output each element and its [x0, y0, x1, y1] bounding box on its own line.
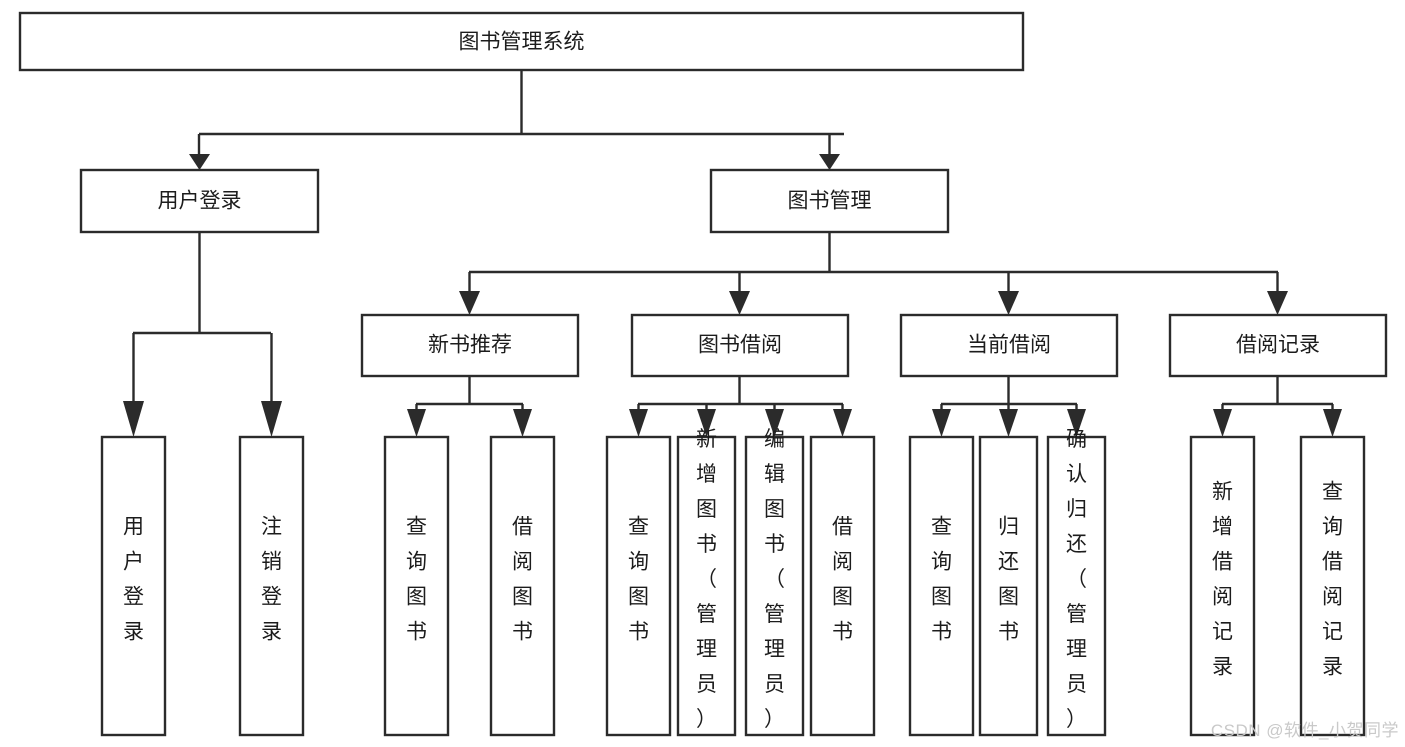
node-leaf-user-login-box[interactable] — [100, 435, 167, 737]
node-new-book-recommend-label: 新书推荐 — [428, 334, 512, 357]
node-leaf-query-record-box[interactable] — [1299, 435, 1366, 737]
node-leaf-edit-book-box[interactable] — [744, 435, 805, 737]
node-leaf-query-book-1-box[interactable] — [383, 435, 450, 737]
arrowhead-leaf-query-book-2 — [629, 409, 648, 437]
arrowhead-leaf-user-login — [123, 401, 144, 437]
node-current-borrow[interactable]: 当前借阅 — [899, 313, 1119, 378]
arrowhead-leaf-edit-book — [765, 409, 784, 437]
node-leaf-query-book-2-label: 查询图书 — [628, 516, 649, 644]
node-leaf-user-login-label: 用户登录 — [123, 516, 144, 644]
arrowhead-leaf-borrow-book-2 — [833, 409, 852, 437]
node-book-borrow[interactable]: 图书借阅 — [630, 313, 850, 378]
node-user-login[interactable]: 用户登录 — [79, 168, 320, 234]
node-leaf-query-record-label: 查询借阅记录 — [1322, 481, 1343, 679]
node-leaf-borrow-book-1[interactable]: 借阅图书 — [489, 435, 556, 737]
node-book-borrow-box[interactable] — [630, 313, 850, 378]
node-leaf-add-book[interactable]: 新增图书（管理员） — [676, 428, 737, 737]
node-current-borrow-box[interactable] — [899, 313, 1119, 378]
arrowhead-leaf-borrow-book-1 — [513, 409, 532, 437]
arrowhead-leaf-user-logout — [261, 401, 282, 437]
node-leaf-return-book-box[interactable] — [978, 435, 1039, 737]
arrowhead-leaf-add-book — [697, 409, 716, 437]
arrowhead-current-borrow — [998, 291, 1019, 315]
node-leaf-query-book-2-box[interactable] — [605, 435, 672, 737]
node-root-box[interactable] — [18, 11, 1025, 72]
node-leaf-query-book-3[interactable]: 查询图书 — [908, 435, 975, 737]
arrowhead-leaf-query-book-3 — [932, 409, 951, 437]
node-leaf-add-record[interactable]: 新增借阅记录 — [1189, 435, 1256, 737]
node-leaf-edit-book-label: 编辑图书（管理员） — [764, 428, 785, 731]
node-leaf-user-login[interactable]: 用户登录 — [100, 435, 167, 737]
node-leaf-query-book-3-label: 查询图书 — [931, 516, 952, 644]
node-leaf-query-book-3-box[interactable] — [908, 435, 975, 737]
node-leaf-return-book-label: 归还图书 — [998, 516, 1019, 644]
node-leaf-borrow-book-1-label: 借阅图书 — [512, 516, 533, 644]
node-leaf-confirm-return-label: 确认归还（管理员） — [1066, 428, 1087, 731]
csdn-watermark: CSDN @软件_小贺同学 — [1210, 721, 1399, 740]
arrowhead-leaf-query-record — [1323, 409, 1342, 437]
node-leaf-add-record-label: 新增借阅记录 — [1212, 481, 1233, 679]
node-new-book-recommend[interactable]: 新书推荐 — [360, 313, 580, 378]
arrowhead-book-manage — [819, 154, 840, 170]
arrowhead-leaf-confirm-return — [1067, 409, 1086, 437]
node-leaf-borrow-book-2-label: 借阅图书 — [832, 516, 853, 644]
node-leaf-borrow-book-1-box[interactable] — [489, 435, 556, 737]
node-leaf-query-book-1[interactable]: 查询图书 — [383, 435, 450, 737]
node-borrow-record[interactable]: 借阅记录 — [1168, 313, 1388, 378]
node-borrow-record-box[interactable] — [1168, 313, 1388, 378]
node-leaf-return-book[interactable]: 归还图书 — [978, 435, 1039, 737]
node-leaf-add-book-box[interactable] — [676, 435, 737, 737]
node-book-manage-box[interactable] — [709, 168, 950, 234]
arrowhead-user-login — [189, 154, 210, 170]
arrowhead-layer — [123, 154, 1342, 437]
node-leaf-add-record-box[interactable] — [1189, 435, 1256, 737]
arrowhead-leaf-return-book — [999, 409, 1018, 437]
node-new-book-recommend-box[interactable] — [360, 313, 580, 378]
node-leaf-query-record[interactable]: 查询借阅记录 — [1299, 435, 1366, 737]
node-leaf-confirm-return[interactable]: 确认归还（管理员） — [1046, 428, 1107, 737]
node-leaf-query-book-1-label: 查询图书 — [406, 516, 427, 644]
node-leaf-edit-book[interactable]: 编辑图书（管理员） — [744, 428, 805, 737]
arrowhead-leaf-query-book-1 — [407, 409, 426, 437]
node-root-label: 图书管理系统 — [459, 31, 585, 54]
node-current-borrow-label: 当前借阅 — [967, 334, 1051, 357]
node-leaf-user-logout-label: 注销登录 — [261, 516, 282, 644]
arrowhead-book-borrow — [729, 291, 750, 315]
node-borrow-record-label: 借阅记录 — [1236, 334, 1320, 357]
node-leaf-confirm-return-box[interactable] — [1046, 435, 1107, 737]
node-leaf-user-logout[interactable]: 注销登录 — [238, 435, 305, 737]
node-leaf-add-book-label: 新增图书（管理员） — [696, 428, 717, 731]
node-leaf-borrow-book-2[interactable]: 借阅图书 — [809, 435, 876, 737]
arrowhead-new-book-recommend — [459, 291, 480, 315]
arrowhead-borrow-record — [1267, 291, 1288, 315]
arrowhead-leaf-add-record — [1213, 409, 1232, 437]
node-leaf-query-book-2[interactable]: 查询图书 — [605, 435, 672, 737]
node-book-manage[interactable]: 图书管理 — [709, 168, 950, 234]
node-user-login-box[interactable] — [79, 168, 320, 234]
node-root[interactable]: 图书管理系统 — [18, 11, 1025, 72]
node-book-borrow-label: 图书借阅 — [698, 334, 782, 357]
node-leaf-user-logout-box[interactable] — [238, 435, 305, 737]
node-leaf-borrow-book-2-box[interactable] — [809, 435, 876, 737]
node-book-manage-label: 图书管理 — [788, 190, 872, 213]
node-user-login-label: 用户登录 — [158, 190, 242, 213]
